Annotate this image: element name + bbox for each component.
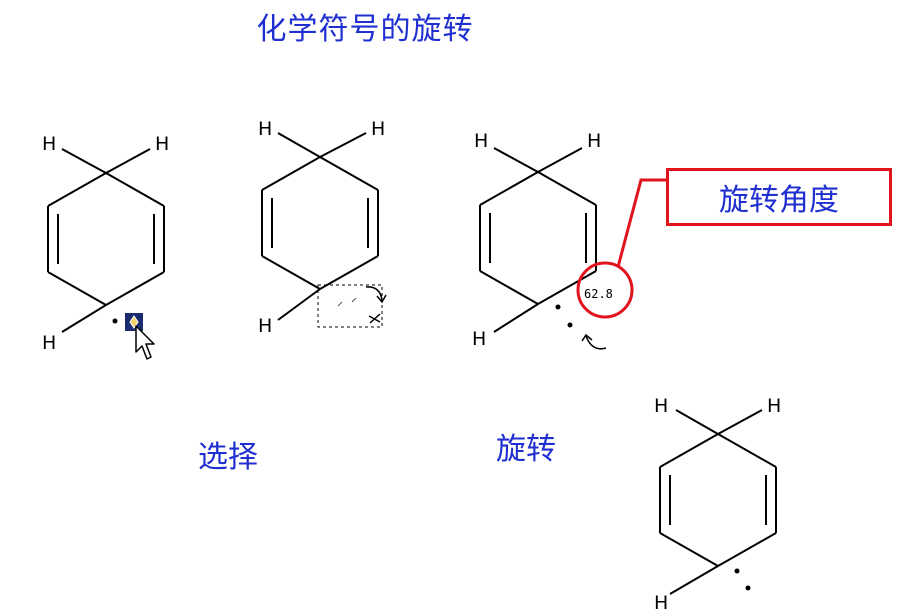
atom-label: H (42, 332, 56, 354)
molecule-rotating (261, 132, 379, 321)
bond (659, 532, 719, 567)
atom-label: H (42, 133, 56, 155)
bond (61, 148, 107, 174)
ghost-dots (337, 297, 357, 307)
bond (319, 132, 367, 158)
radical-dot (734, 568, 740, 574)
bond (717, 433, 777, 468)
atom-label: H (258, 315, 272, 337)
bond (493, 303, 539, 333)
caption-rotate: 旋转 (496, 432, 556, 467)
bond (479, 171, 539, 206)
radical-dot (567, 322, 573, 328)
bond (717, 532, 777, 567)
radical-dot (745, 585, 751, 591)
atom-label: H (472, 328, 486, 350)
page-title: 化学符号的旋转 (256, 12, 474, 47)
radical-dot (112, 318, 118, 324)
bond (277, 288, 321, 321)
angle-highlight-circle (576, 261, 634, 319)
rotation-angle-callout: 旋转角度 (666, 168, 892, 226)
bond (105, 271, 165, 306)
bond (47, 271, 107, 306)
bond (105, 148, 151, 174)
atom-label: H (587, 130, 601, 152)
molecule-result (659, 409, 777, 595)
bond (277, 132, 321, 158)
bond (537, 147, 583, 173)
rotate-arrow-icon[interactable] (581, 333, 607, 350)
bond (105, 172, 165, 207)
atom-label: H (654, 395, 668, 417)
molecule-angle (479, 147, 597, 333)
bond (537, 171, 597, 206)
bond (61, 304, 107, 333)
arrow-cursor-icon (135, 325, 155, 360)
atom-label: H (654, 592, 668, 614)
atom-label: H (258, 118, 272, 140)
bond (537, 270, 597, 305)
rotation-angle-readout: 62.8 (584, 287, 613, 301)
bond (659, 433, 719, 468)
atom-label: H (474, 130, 488, 152)
selection-marquee (317, 284, 383, 328)
bond (675, 409, 719, 435)
rotate-arrow-icon[interactable] (365, 286, 387, 324)
atom-label: H (155, 133, 169, 155)
bond (717, 409, 763, 435)
bond (319, 255, 379, 290)
bond (669, 565, 719, 595)
selection-handle-icon[interactable] (125, 313, 143, 331)
bond (261, 255, 321, 290)
radical-dot (555, 304, 561, 310)
callout-leader-line (616, 178, 666, 268)
molecule-selected (47, 148, 165, 333)
atom-label: H (371, 118, 385, 140)
bond (261, 156, 321, 191)
bond (479, 270, 539, 305)
bond (47, 172, 107, 207)
bond (319, 156, 379, 191)
caption-select: 选择 (198, 440, 258, 475)
bond (493, 147, 539, 173)
atom-label: H (767, 395, 781, 417)
